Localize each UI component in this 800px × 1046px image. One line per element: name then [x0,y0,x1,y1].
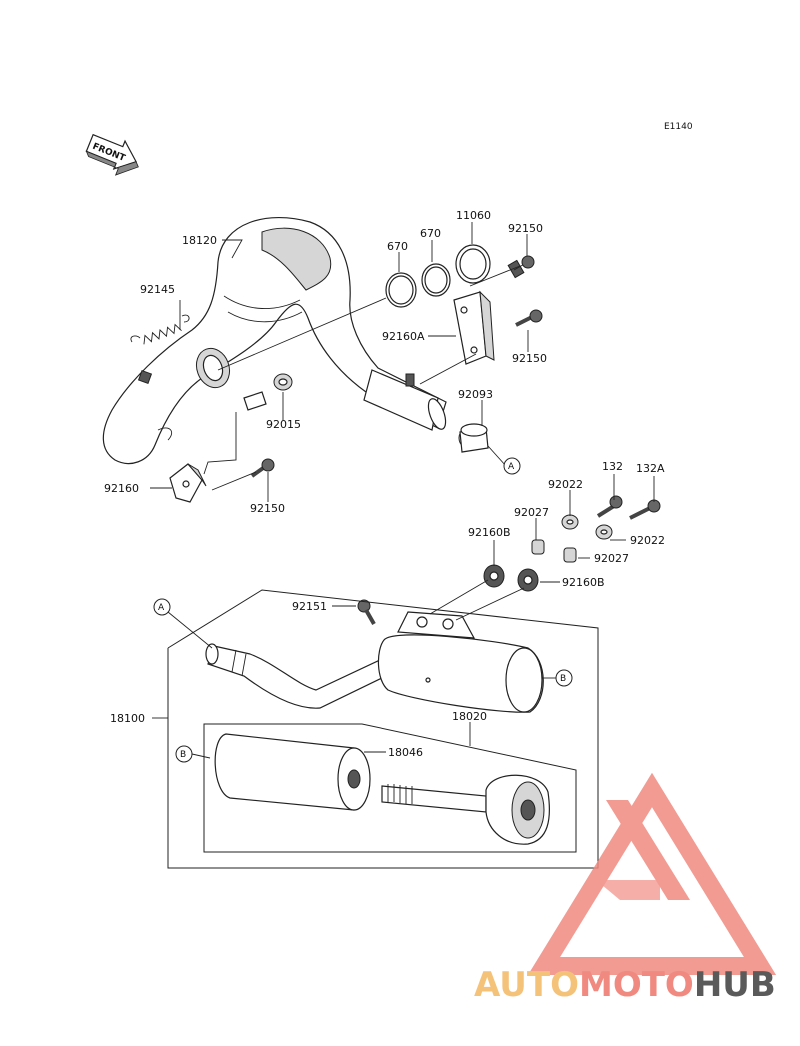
callout-b-inner: B [175,745,193,763]
collar-92027-left [531,539,545,555]
label-92160: 92160 [104,482,139,495]
label-132A: 132A [636,462,665,475]
bolt-92151 [357,599,376,625]
watermark-logo [527,772,777,975]
bolt-132 [596,495,623,518]
bolt-92150-low [250,458,275,478]
label-92022-left: 92022 [548,478,583,491]
washer-92022-left [561,514,579,530]
assembly-box-18100 [167,589,599,869]
label-92150-mid: 92150 [512,352,547,365]
collar-92027-right [563,547,577,563]
watermark-moto: MOTO [579,965,694,1005]
svg-text:B: B [560,674,566,684]
label-11060: 11060 [456,209,491,222]
grommet-92015 [273,373,293,391]
watermark-text: AUTOMOTOHUB [474,965,776,1005]
callout-a-top: A [503,457,521,475]
grommet-92160B-left [483,564,505,588]
label-92150-low: 92150 [250,502,285,515]
label-92151: 92151 [292,600,327,613]
label-92022-right: 92022 [630,534,665,547]
label-92160A: 92160A [382,330,425,343]
label-92015: 92015 [266,418,301,431]
bolt-92150-top [507,255,535,279]
callout-b-muffler: B [555,669,573,687]
svg-text:B: B [180,750,186,760]
svg-text:A: A [508,462,515,472]
exhaust-header-pipe [102,216,447,465]
spring-92145 [130,314,190,345]
washer-92022-right [595,524,613,540]
collar-92093 [458,423,489,453]
watermark-auto: AUTO [474,965,579,1005]
label-92027-right: 92027 [594,552,629,565]
leader-lines [150,222,655,759]
bracket-92160A [453,290,495,365]
label-92027-left: 92027 [514,506,549,519]
muffler-assembly [205,611,544,713]
bracket-92160 [169,463,207,503]
label-670-left: 670 [387,240,408,253]
inner-kit-box-18020 [203,723,577,853]
label-92145: 92145 [140,283,175,296]
callout-a-bottom: A [153,598,171,616]
bolt-132A [629,499,661,520]
label-18120: 18120 [182,234,217,247]
label-18046: 18046 [388,746,423,759]
watermark-hub: HUB [694,965,776,1005]
diagram-code: E1140 [664,122,693,132]
front-arrow-icon: FRONT [85,133,139,176]
grommet-92160B-right [517,568,539,592]
svg-text:A: A [158,603,165,613]
label-18020: 18020 [452,710,487,723]
bolt-92150-mid [515,309,543,327]
label-132: 132 [602,460,623,473]
label-92160B-left: 92160B [468,526,511,539]
label-92093: 92093 [458,388,493,401]
label-92150-top: 92150 [508,222,543,235]
label-92160B-right: 92160B [562,576,605,589]
label-18100: 18100 [110,712,145,725]
inner-core-and-end-cap [381,774,550,845]
silencer-packing-18046 [214,733,371,811]
label-670-right: 670 [420,227,441,240]
